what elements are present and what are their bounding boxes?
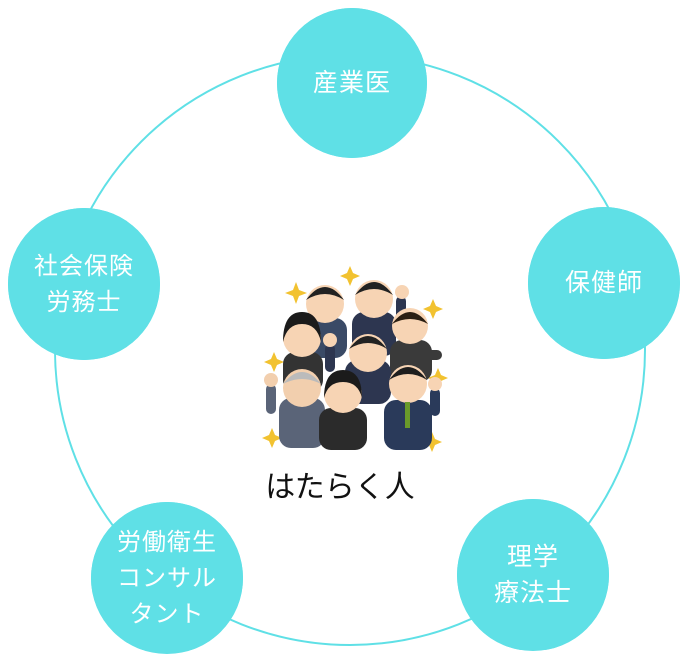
node-roudou: 労働衛生 コンサル タント bbox=[91, 502, 243, 654]
node-sangyoui: 産業医 bbox=[277, 8, 427, 158]
node-rigaku-line-1: 理学 bbox=[506, 542, 559, 571]
node-roudou-line-2: コンサル bbox=[117, 564, 217, 592]
node-sharoushi-line-1: 社会保険 bbox=[34, 252, 134, 280]
node-hokenshi-line-1: 保健師 bbox=[564, 268, 643, 297]
node-rigaku-line-2: 療法士 bbox=[493, 578, 572, 607]
working-people-illustration bbox=[262, 266, 448, 452]
node-sharoushi-line-2: 労務士 bbox=[46, 288, 122, 316]
node-rigaku: 理学 療法士 bbox=[457, 499, 609, 651]
node-hokenshi: 保健師 bbox=[528, 207, 680, 359]
node-sharoushi: 社会保険 労務士 bbox=[8, 208, 160, 360]
node-sangyoui-line-1: 産業医 bbox=[312, 68, 391, 97]
node-roudou-line-1: 労働衛生 bbox=[117, 528, 217, 556]
center-label: はたらく人 bbox=[265, 470, 415, 505]
node-roudou-line-3: タント bbox=[129, 600, 205, 628]
